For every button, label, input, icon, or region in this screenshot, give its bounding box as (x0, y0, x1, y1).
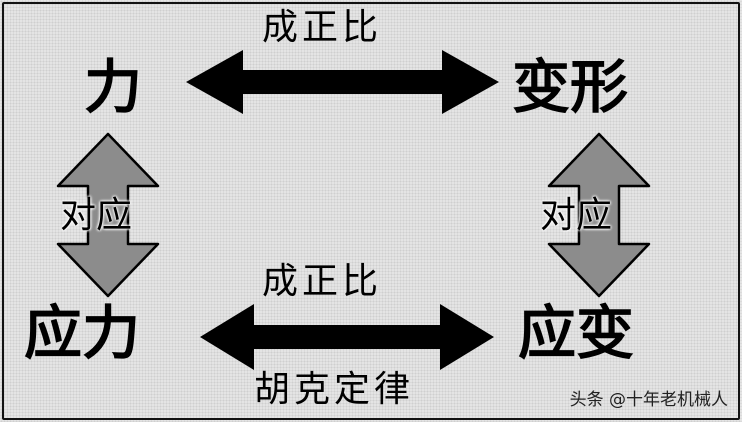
term-strain: 应变 (518, 299, 635, 367)
right-vertical-double-arrow (547, 132, 651, 298)
left-vertical-double-arrow (56, 132, 160, 298)
bottom-relation-label: 成正比 (262, 261, 383, 302)
term-stress: 应力 (24, 299, 141, 367)
right-vertical-relation-label: 对应 (540, 195, 613, 236)
term-deformation: 变形 (512, 53, 629, 121)
top-relation-label: 成正比 (262, 7, 383, 48)
bottom-double-arrow (200, 304, 494, 370)
hooke-law-label: 胡克定律 (254, 369, 415, 410)
left-vertical-relation-label: 对应 (60, 195, 133, 236)
watermark: 头条 @十年老机械人 (569, 390, 728, 410)
term-force: 力 (84, 53, 143, 121)
top-double-arrow (186, 50, 499, 114)
